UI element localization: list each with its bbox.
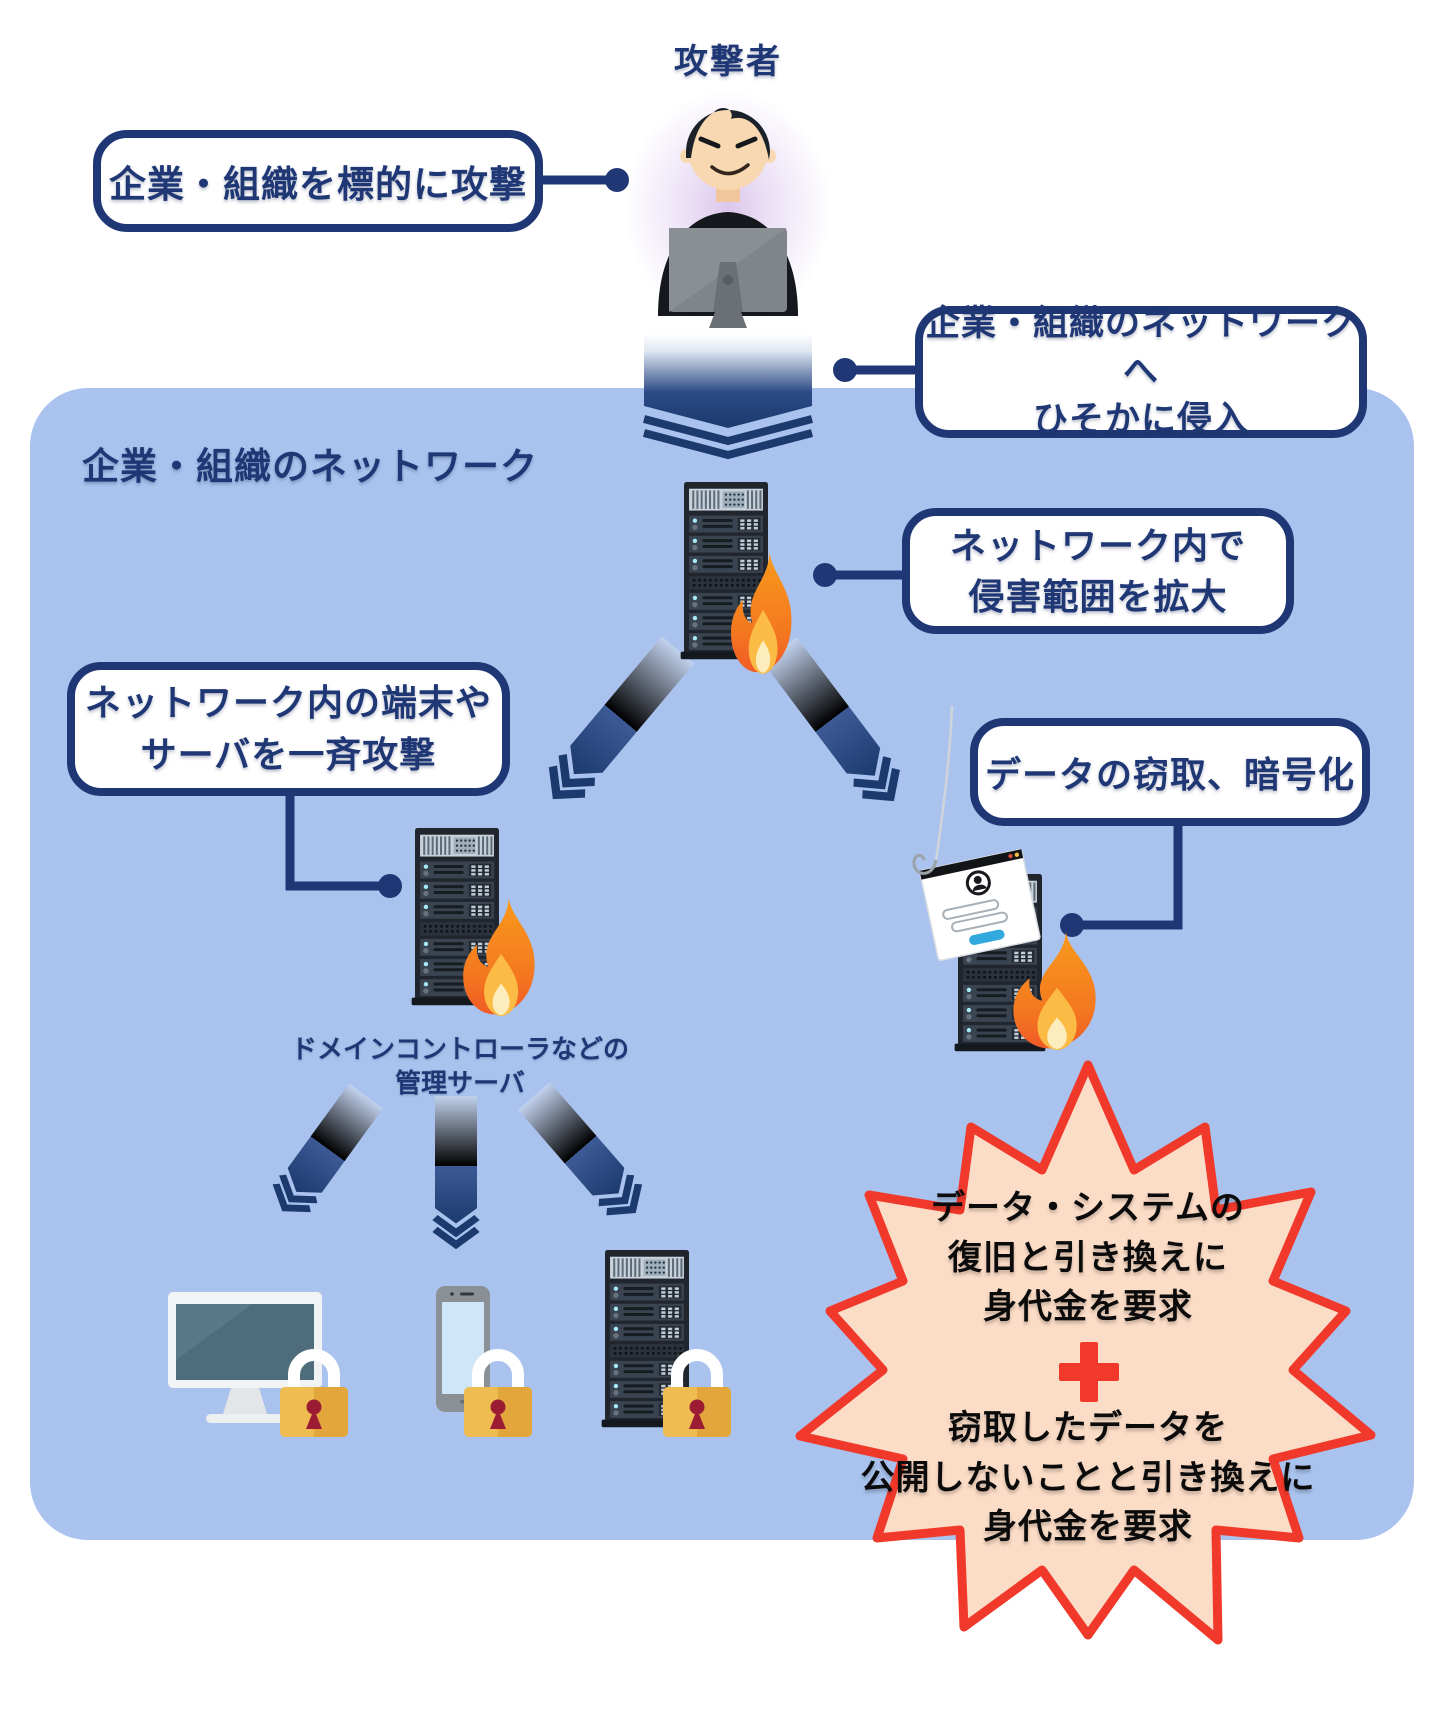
phishing-login-icon [912,705,1041,961]
callout-expand-line2: 侵害範囲を拡大 [968,576,1228,617]
intrusion-arrow-icon [642,334,814,460]
attacker-hair [686,108,770,160]
ransom-demand-no-leak-line2: 公開しないことと引き換えに [860,1458,1316,1497]
connector-exfiltrate [1080,824,1183,930]
connector-attack-all [285,794,382,891]
callout-expand-line1: ネットワーク内で [949,524,1246,566]
callout-target-attack-text: 企業・組織を標的に攻撃 [109,164,527,205]
network-label: 企業・組織のネットワーク [82,446,538,487]
callout-expand: ネットワーク内で 侵害範囲を拡大 [902,508,1294,634]
ransom-demand-no-leak-line3: 身代金を要求 [983,1508,1193,1547]
callout-infiltrate-line1: 企業・組織のネットワークへ [924,303,1357,391]
mgmt-server-label-line2: 管理サーバ [395,1068,525,1099]
callout-attack-all-line1: ネットワーク内の端末や [84,682,492,724]
attacker-label: 攻撃者 [674,43,782,81]
callout-infiltrate-line2: ひそかに侵入 [1032,400,1249,440]
callout-attack-all: ネットワーク内の端末や サーバを一斉攻撃 [67,662,510,796]
ransom-demand-recovery-line1: データ・システムの [931,1189,1245,1227]
ransom-demand-recovery-line3: 身代金を要求 [983,1288,1193,1327]
connector-lines [285,175,1183,930]
connector-dots [378,168,1084,937]
mgmt-server-label: ドメインコントローラなどの 管理サーバ [270,1032,650,1101]
plus-icon [1059,1342,1119,1402]
fishhook-icon [912,853,938,875]
callout-infiltrate: 企業・組織のネットワークへ ひそかに侵入 [915,304,1367,439]
ransom-demand-no-leak: 窃取したデータを 公開しないことと引き換えに 身代金を要求 [848,1404,1328,1553]
attacker-at-computer-icon [624,90,832,328]
ransom-demand-recovery-line2: 復旧と引き換えに [948,1238,1228,1277]
mgmt-server-label-line1: ドメインコントローラなどの [290,1034,629,1064]
callout-exfiltrate: データの窃取、暗号化 [970,718,1370,826]
callout-attack-all-line2: サーバを一斉攻撃 [140,734,437,775]
ransom-demand-recovery: データ・システムの 復旧と引き換えに 身代金を要求 [876,1184,1300,1333]
attacker-eyes [698,136,758,149]
monitor-back-icon [669,228,787,328]
callout-exfiltrate-text: データの窃取、暗号化 [984,754,1355,795]
endpoint-arrow-middle-icon [435,1096,477,1245]
ransom-demand-no-leak-line1: 窃取したデータを [948,1409,1228,1447]
callout-target-attack: 企業・組織を標的に攻撃 [93,130,543,232]
